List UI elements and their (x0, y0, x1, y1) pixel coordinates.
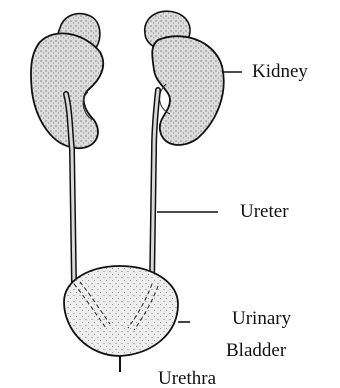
urinary-bladder-label-line2: Bladder (226, 340, 287, 361)
bladder-body (64, 266, 178, 356)
left-kidney-body (31, 33, 103, 148)
ureter-label: Ureter (240, 201, 289, 222)
right-kidney-body (152, 36, 224, 145)
urinary-bladder (64, 266, 178, 356)
urethra-label: Urethra (158, 368, 217, 388)
urinary-bladder-label-line1: Urinary (232, 308, 292, 329)
left-kidney (31, 14, 103, 149)
kidney-label: Kidney (252, 61, 308, 82)
